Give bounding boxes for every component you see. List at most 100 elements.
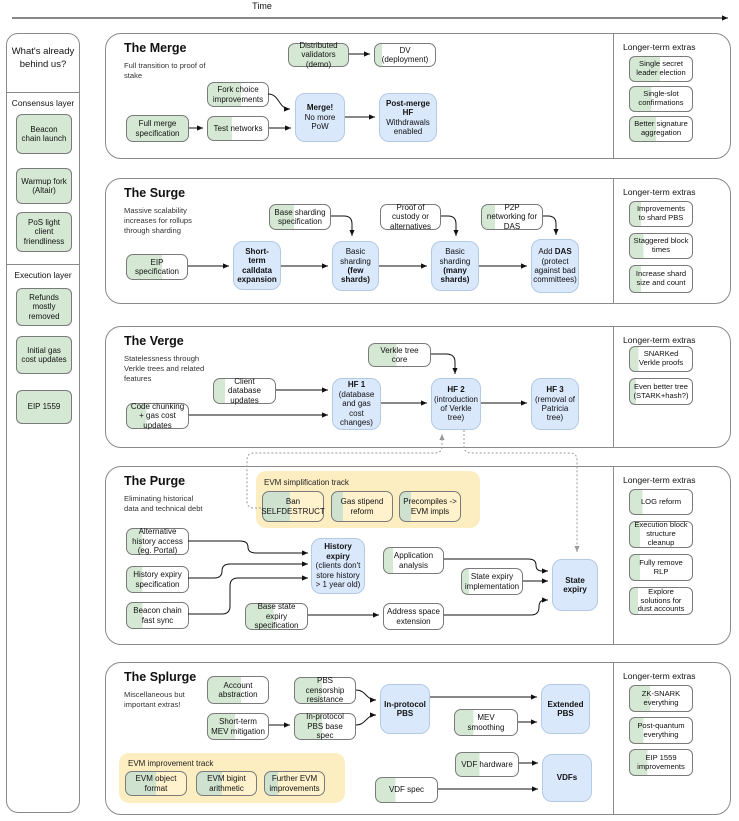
- node-post-merge-hf: Post-merge HF Withdrawals enabled: [379, 93, 437, 142]
- section-title-verge: The Verge: [124, 334, 184, 348]
- milestone-text: Basic sharding: [439, 247, 471, 266]
- node-warmup-fork-altair: Warmup fork (Altair): [16, 168, 72, 204]
- node-distributed-validators: Distributed validators (demo): [288, 41, 349, 69]
- extra-single-slot-confirmations: Single-slot confirmations: [629, 86, 693, 112]
- node-dv-deployment: DV (deployment): [374, 43, 436, 67]
- milestone-title: HF 1: [347, 380, 366, 390]
- sidebar-already-behind-us: What's already behind us? Consensus laye…: [6, 33, 80, 813]
- section-title-merge: The Merge: [124, 41, 187, 55]
- milestone-sub: (clients don't store history > 1 year ol…: [315, 561, 361, 590]
- extras-title: Longer-term extras: [623, 671, 696, 681]
- node-merge-milestone: Merge! No more PoW: [295, 93, 345, 142]
- section-divider: [613, 467, 614, 644]
- node-initial-gas-cost-updates: Initial gas cost updates: [16, 336, 72, 374]
- execution-layer-label: Execution layer: [14, 270, 72, 280]
- consensus-layer-label: Consensus layer: [11, 98, 75, 108]
- node-account-abstraction: Account abstraction: [207, 676, 269, 704]
- milestone-title: Merge!: [306, 103, 334, 113]
- node-state-expiry: State expiry: [552, 559, 598, 611]
- extra-post-quantum-everything: Post-quantum everything: [629, 717, 693, 744]
- extra-single-secret-leader-election: Single secret leader election: [629, 56, 693, 82]
- evm-simplification-track-label: EVM simplification track: [264, 478, 349, 487]
- node-basic-sharding-many: Basic sharding (many shards): [431, 241, 479, 291]
- extras-title: Longer-term extras: [623, 187, 696, 197]
- node-short-term-mev-mitigation: Short-term MEV mitigation: [207, 713, 269, 740]
- section-divider: [613, 327, 614, 447]
- extra-increase-shard-size: Increase shard size and count: [629, 265, 693, 293]
- node-hf2: HF 2 (introduction of Verkle tree): [431, 378, 481, 430]
- milestone-sub: (removal of Patricia tree): [535, 394, 576, 423]
- node-code-chunking: Code chunking + gas cost updates: [126, 402, 189, 430]
- section-subtitle-verge: Statelessness through Verkle trees and r…: [124, 354, 205, 383]
- node-mev-smoothing: MEV smoothing: [454, 709, 518, 736]
- milestone-sub: (introduction of Verkle tree): [433, 394, 479, 423]
- milestone-title: Extended PBS: [547, 699, 584, 718]
- section-title-surge: The Surge: [124, 186, 186, 200]
- section-subtitle-purge: Eliminating historical data and technica…: [124, 494, 203, 513]
- node-hf3: HF 3 (removal of Patricia tree): [531, 378, 579, 430]
- sidebar-title: What's already behind us?: [11, 46, 75, 70]
- milestone-bold: (many shards): [440, 266, 470, 285]
- milestone-text: Basic sharding: [340, 247, 371, 266]
- sidebar-divider: [7, 92, 79, 93]
- node-refunds-removed: Refunds mostly removed: [16, 288, 72, 326]
- node-proof-of-custody: Proof of custody or alternatives: [380, 203, 441, 231]
- node-history-expiry-specification: History expiry specification: [126, 566, 189, 593]
- node-evm-object-format: EVM object format: [125, 771, 187, 796]
- milestone-title: State expiry: [563, 575, 587, 594]
- milestone-title: Post-merge HF: [385, 98, 430, 118]
- node-gas-stipend-reform: Gas stipend reform: [331, 491, 393, 522]
- extra-improvements-shard-pbs: Improvements to shard PBS: [629, 201, 693, 227]
- node-extended-pbs: Extended PBS: [541, 684, 590, 734]
- section-divider: [613, 663, 614, 814]
- node-test-networks: Test networks: [207, 116, 269, 141]
- node-vdf-hardware: VDF hardware: [455, 752, 519, 777]
- extras-title: Longer-term extras: [623, 335, 696, 345]
- node-alternative-history-access: Alternative history access (eg. Portal): [126, 527, 189, 555]
- sidebar-divider: [7, 264, 79, 265]
- node-ban-selfdestruct: Ban SELFDESTRUCT: [261, 491, 325, 522]
- milestone-bold: (few shards): [341, 266, 370, 285]
- milestone-sub: (database and gas cost changes): [338, 389, 375, 428]
- node-add-das: Add DAS (protect against bad committees): [531, 239, 579, 293]
- milestone-title: History expiry: [324, 542, 352, 561]
- section-subtitle-splurge: Miscellaneous but important extras!: [124, 690, 185, 709]
- section-the-verge: The Verge Statelessness through Verkle t…: [105, 326, 731, 448]
- node-address-space-extension: Address space extension: [383, 603, 444, 630]
- extra-execution-block-structure-cleanup: Execution block structure cleanup: [629, 520, 693, 548]
- extra-snarked-verkle-proofs: SNARKed Verkle proofs: [629, 346, 693, 372]
- milestone-title: In-protocol PBS: [384, 699, 426, 718]
- section-title-purge: The Purge: [124, 474, 186, 488]
- node-base-sharding-specification: Base sharding specification: [269, 204, 331, 230]
- node-p2p-networking-das: P2P networking for DAS: [481, 203, 543, 231]
- milestone-line: Add DAS: [538, 247, 572, 257]
- node-beacon-chain-fast-sync: Beacon chain fast sync: [126, 602, 189, 629]
- node-further-evm-improvements: Further EVM improvements: [264, 771, 325, 796]
- extra-zk-snark-everything: ZK-SNARK everything: [629, 685, 693, 712]
- section-the-purge: The Purge Eliminating historical data an…: [105, 466, 731, 645]
- time-axis-label: Time: [252, 1, 272, 11]
- milestone-title: Short-term calldata expansion: [237, 246, 277, 284]
- extra-log-reform: LOG reform: [629, 489, 693, 515]
- node-precompiles-evm-impls: Precompiles -> EVM impls: [399, 491, 461, 522]
- section-divider: [613, 34, 614, 158]
- extra-better-signature-aggregation: Better signature aggregation: [629, 116, 693, 142]
- node-state-expiry-implementation: State expiry implementation: [461, 568, 523, 595]
- milestone-title: HF 2: [447, 385, 465, 395]
- extra-explore-dust-accounts: Explore solutions for dust accounts: [629, 587, 693, 615]
- section-the-surge: The Surge Massive scalability increases …: [105, 178, 731, 304]
- extra-eip-1559-improvements: EIP 1559 improvements: [629, 749, 693, 776]
- section-divider: [613, 179, 614, 303]
- extras-title: Longer-term extras: [623, 475, 696, 485]
- extra-staggered-block-times: Staggered block times: [629, 233, 693, 259]
- milestone-title: HF 3: [546, 385, 564, 395]
- node-basic-sharding-few: Basic sharding (few shards): [332, 241, 379, 291]
- milestone-title: VDFs: [556, 773, 578, 783]
- section-subtitle-surge: Massive scalability increases for rollup…: [124, 206, 192, 235]
- extras-title: Longer-term extras: [623, 42, 696, 52]
- node-beacon-chain-launch: Beacon chain launch: [16, 114, 72, 154]
- evm-improvement-track-label: EVM improvement track: [128, 759, 214, 768]
- node-short-term-calldata-expansion: Short-term calldata expansion: [233, 241, 281, 290]
- section-the-splurge: The Splurge Miscellaneous but important …: [105, 662, 731, 815]
- node-application-analysis: Application analysis: [383, 547, 444, 574]
